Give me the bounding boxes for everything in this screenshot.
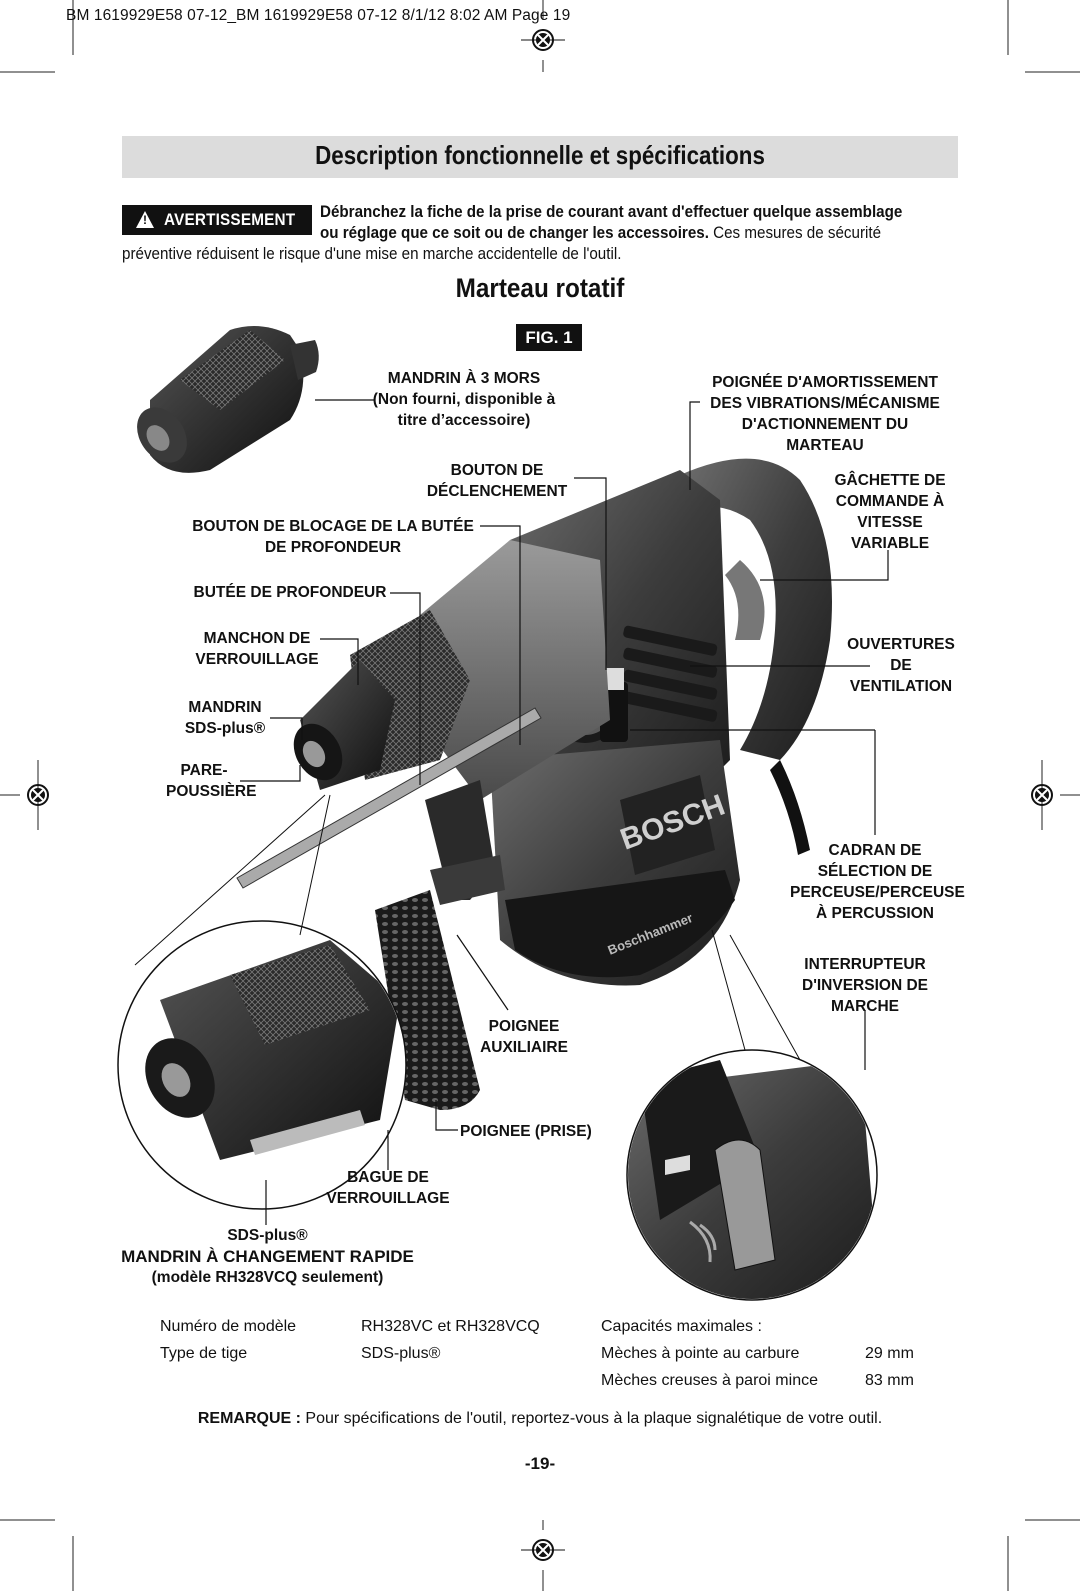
- rotary-hammer-image: BOSCH Boschhammer: [236, 458, 832, 1110]
- page-title: Description fonctionnelle et spécificati…: [315, 140, 765, 170]
- warning-line-3: préventive réduisent le risque d'une mis…: [122, 245, 622, 263]
- warning-line-2-bold: ou réglage que ce soit ou de changer les…: [320, 224, 709, 242]
- spec-carbide-label: Mèches à pointe au carbure: [601, 1345, 800, 1362]
- spec-carbide-value: 29 mm: [865, 1345, 914, 1362]
- section-subtitle: Marteau rotatif: [455, 273, 625, 303]
- callout-three-jaw-chuck: MANDRIN À 3 MORS (Non fourni, disponible…: [372, 370, 556, 429]
- callout-sds-chuck: MANDRIN SDS-plus®: [184, 699, 266, 737]
- callout-damping-handle: POIGNÉE D'AMORTISSEMENT DES VIBRATIONS/M…: [710, 374, 940, 454]
- registration-mark-bottom: [521, 1539, 565, 1561]
- callout-aux-handle: POIGNEE AUXILIAIRE: [480, 1018, 568, 1056]
- spec-shank-label: Type de tige: [160, 1345, 248, 1362]
- callout-lock-ring: BAGUE DE VERROUILLAGE: [326, 1169, 450, 1207]
- callout-depth-lock-button: BOUTON DE BLOCAGE DE LA BUTÉE DE PROFOND…: [192, 518, 474, 556]
- spec-capacities-label: Capacités maximales :: [601, 1318, 762, 1335]
- callout-depth-stop: BUTÉE DE PROFONDEUR: [193, 584, 387, 601]
- leader-lines: [240, 399, 889, 1225]
- callout-quick-change-chuck: SDS-plus® MANDRIN À CHANGEMENT RAPIDE (m…: [121, 1227, 414, 1286]
- callout-vents: OUVERTURES DE VENTILATION: [847, 636, 955, 695]
- quick-chuck-detail-image: [117, 794, 407, 1210]
- remark: REMARQUE : Pour spécifications de l'outi…: [0, 1410, 1080, 1428]
- callout-dust-shield: PARE- POUSSIÈRE: [166, 762, 257, 800]
- reverse-switch-detail-image: [626, 929, 878, 1301]
- warning-label: AVERTISSEMENT: [164, 210, 296, 229]
- spec-core-label: Mèches creuses à paroi mince: [601, 1372, 818, 1389]
- spec-core-value: 83 mm: [865, 1372, 914, 1389]
- title-bar: Description fonctionnelle et spécificati…: [122, 136, 958, 178]
- callout-lock-sleeve: MANCHON DE VERROUILLAGE: [195, 630, 319, 668]
- three-jaw-chuck-image: [137, 326, 319, 473]
- warning-line-2: ou réglage que ce soit ou de changer les…: [320, 223, 881, 244]
- callout-grip: POIGNEE (PRISE): [460, 1123, 592, 1140]
- remark-text: Pour spécifications de l'outil, reportez…: [305, 1410, 883, 1427]
- callout-reverse-switch: INTERRUPTEUR D'INVERSION DE MARCHE: [802, 956, 928, 1015]
- remark-label: REMARQUE :: [197, 1410, 301, 1427]
- warning-line-2-rest: Ces mesures de sécurité: [713, 224, 882, 242]
- spec-shank-value: SDS-plus®: [361, 1345, 441, 1362]
- print-header: BM 1619929E58 07-12_BM 1619929E58 07-12 …: [66, 7, 571, 24]
- spec-model-value: RH328VC et RH328VCQ: [361, 1318, 540, 1335]
- callout-mode-selector: CADRAN DE SÉLECTION DE PERCEUSE/PERCEUSE…: [790, 842, 965, 922]
- registration-mark-left: [27, 784, 49, 806]
- warning-badge: ! AVERTISSEMENT: [122, 205, 312, 235]
- registration-mark-top: [521, 29, 565, 51]
- callout-trigger: GÂCHETTE DE COMMANDE À VITESSE VARIABLE: [834, 472, 946, 552]
- page-number: -19-: [524, 1454, 556, 1473]
- registration-mark-right: [1031, 784, 1053, 806]
- spec-model-label: Numéro de modèle: [160, 1318, 297, 1335]
- figure-badge: FIG. 1: [516, 324, 582, 351]
- warning-line-1: Débranchez la fiche de la prise de coura…: [320, 203, 903, 221]
- warning-icon: [136, 211, 154, 228]
- callout-release-button: BOUTON DE DÉCLENCHEMENT: [426, 462, 568, 500]
